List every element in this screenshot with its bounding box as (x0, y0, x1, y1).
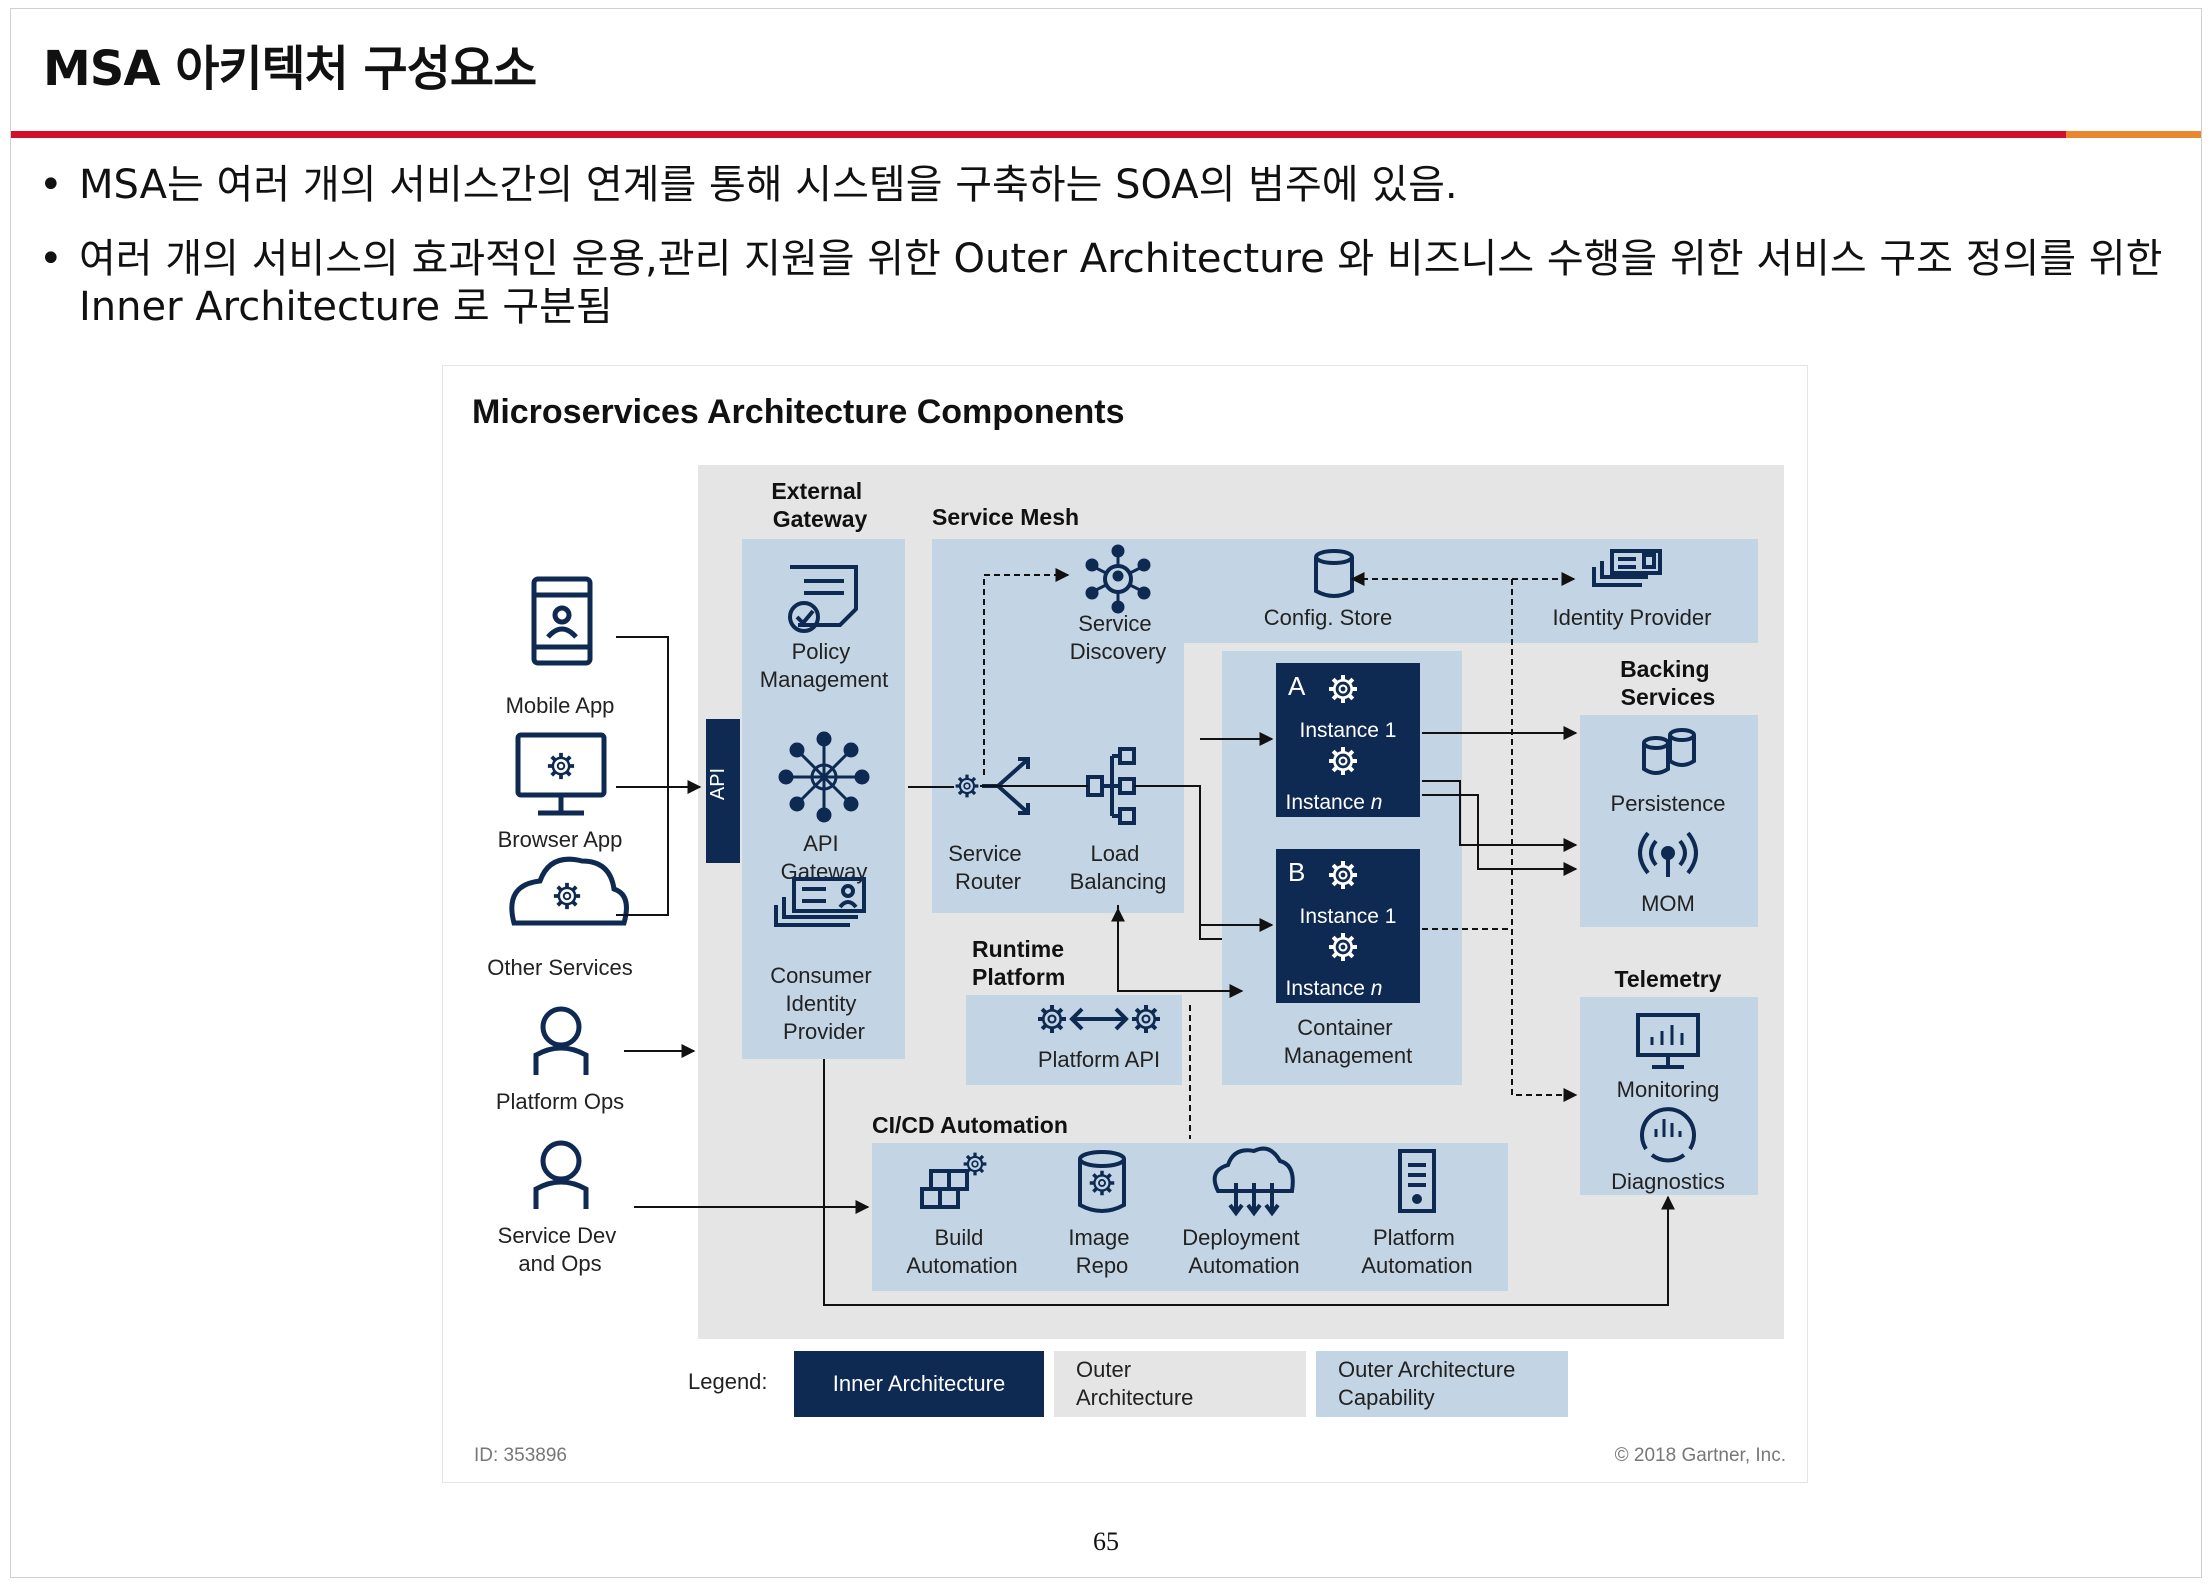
load-balancing-icon (1086, 747, 1136, 825)
document-check-icon (788, 565, 858, 633)
slide-title: MSA 아키텍처 구성요소 (43, 41, 537, 97)
cicd-heading: CI/CD Automation (872, 1112, 1068, 1138)
legend-capability-label: Outer Architecture Capability (1338, 1357, 1521, 1410)
image-repo-icon (1078, 1150, 1126, 1213)
platform-automation-label: Platform Automation (1361, 1225, 1472, 1278)
consumer-identity-label: Consumer Identity Provider (770, 963, 878, 1044)
server-icon (1398, 1149, 1436, 1213)
figure-id: ID: 353896 (474, 1445, 567, 1466)
service-b-letter: B (1288, 857, 1305, 887)
consumer-label: Other Services (487, 955, 633, 980)
broadcast-icon (1638, 831, 1698, 877)
bullet-text: 여러 개의 서비스의 효과적인 운용,관리 지원을 위한 Outer Archi… (79, 236, 2163, 330)
person-icon (533, 1006, 589, 1075)
service-a-letter: A (1288, 671, 1306, 701)
double-arrow-icon (1069, 1007, 1129, 1031)
legend-outer-swatch (1054, 1351, 1306, 1417)
image-repo-label: Image Repo (1068, 1225, 1135, 1278)
build-automation-label: Build Automation (906, 1225, 1017, 1278)
legend-label: Legend: (688, 1369, 768, 1394)
bullet-dot: • (39, 236, 63, 282)
identity-provider-icon (1592, 549, 1662, 587)
policy-management-label: Policy Management (760, 639, 888, 692)
person-icon (533, 1140, 589, 1209)
dashed-connector-lines (983, 568, 1578, 1139)
api-bar-label: API (707, 768, 729, 800)
api-bar (706, 719, 740, 863)
diagnostics-icon (1640, 1107, 1696, 1163)
page-number: 65 (1093, 1527, 1119, 1556)
service-mesh-panel (932, 539, 1758, 913)
legend-outer-label: Outer Architecture (1076, 1357, 1193, 1410)
service-a-box (1276, 663, 1420, 817)
persistence-icon (1642, 728, 1696, 775)
consumer-label: Browser App (498, 827, 623, 852)
figure-copyright: © 2018 Gartner, Inc. (1615, 1445, 1786, 1466)
config-store-label: Config. Store (1264, 605, 1392, 630)
legend-inner-label: Inner Architecture (833, 1371, 1005, 1396)
build-cubes-icon (920, 1169, 969, 1209)
bullet-dot: • (39, 162, 63, 208)
instance-n-label: Instance n (1286, 977, 1383, 1000)
api-gateway-icon (778, 731, 870, 823)
bullet-text: MSA는 여러 개의 서비스간의 연계를 통해 시스템을 구축하는 SOA의 범… (79, 162, 1458, 208)
legend-inner-swatch (794, 1351, 1044, 1417)
instance-n-label: Instance n (1286, 791, 1383, 814)
database-icon (1314, 549, 1354, 598)
telemetry-heading: Telemetry (1615, 966, 1722, 992)
cloud-deploy-icon (1212, 1146, 1295, 1217)
platform-api-label: Platform API (1038, 1047, 1160, 1072)
backing-services-heading: Backing Services (1620, 656, 1716, 710)
architecture-figure: Microservices Architecture Components AP… (442, 365, 1808, 1483)
load-balancing-label: Load Balancing (1070, 841, 1167, 894)
cloud-icon (509, 856, 629, 926)
container-management-label: Container Management (1284, 1015, 1412, 1068)
external-gateway-heading: External Gateway (771, 478, 868, 532)
deployment-automation-label: Deployment Automation (1182, 1225, 1306, 1278)
mobile-app-icon (531, 576, 593, 666)
consumer-label: Platform Ops (496, 1089, 624, 1114)
instance-1-label: Instance 1 (1300, 719, 1397, 742)
persistence-label: Persistence (1611, 791, 1726, 816)
slide: MSA 아키텍처 구성요소 • MSA는 여러 개의 서비스간의 연계를 통해 … (10, 8, 2202, 1578)
bullet-item: • MSA는 여러 개의 서비스간의 연계를 통해 시스템을 구축하는 SOA의… (39, 161, 2159, 211)
service-discovery-icon (1085, 544, 1151, 614)
monitoring-label: Monitoring (1617, 1077, 1720, 1102)
connector-lines (616, 636, 1675, 1306)
mom-label: MOM (1641, 891, 1695, 916)
architecture-diagram: Microservices Architecture Components AP… (442, 365, 1808, 1483)
service-router-label: Service Router (948, 841, 1027, 894)
diagnostics-label: Diagnostics (1611, 1169, 1725, 1194)
bullet-item: • 여러 개의 서비스의 효과적인 운용,관리 지원을 위한 Outer Arc… (39, 235, 2189, 335)
consumer-label: Service Dev and Ops (498, 1223, 623, 1276)
consumer-label: Mobile App (506, 693, 615, 718)
identity-provider-label: Identity Provider (1553, 605, 1712, 630)
title-rule-accent (2066, 131, 2201, 138)
runtime-platform-heading: Runtime Platform (972, 936, 1070, 990)
monitoring-icon (1636, 1013, 1700, 1069)
id-card-icon (774, 877, 866, 927)
service-discovery-label: Service Discovery (1070, 611, 1167, 664)
title-rule (11, 131, 2201, 138)
figure-title: Microservices Architecture Components (472, 393, 1125, 431)
service-mesh-heading: Service Mesh (932, 504, 1079, 530)
instance-1-label: Instance 1 (1300, 905, 1397, 928)
monitor-icon (515, 732, 607, 816)
service-b-box (1276, 849, 1420, 1003)
legend-capability-swatch (1316, 1351, 1568, 1417)
